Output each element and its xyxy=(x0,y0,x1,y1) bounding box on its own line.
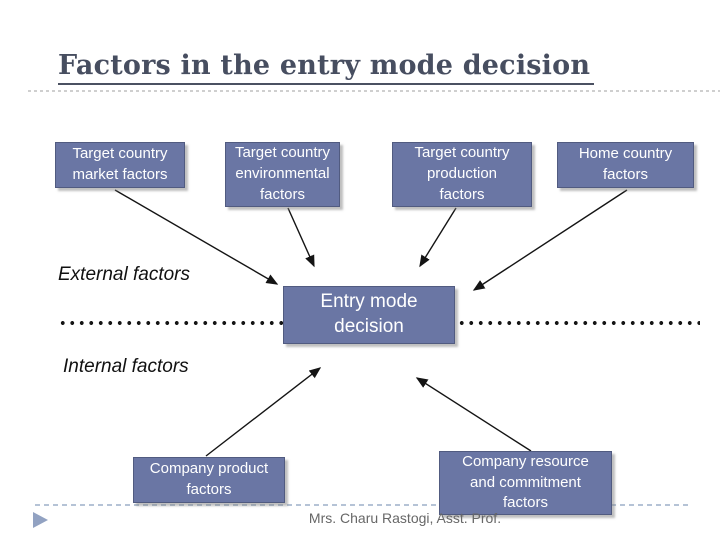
company-resource-box: Company resource and commitment factors xyxy=(439,451,612,515)
home-country-box: Home country factors xyxy=(557,142,694,188)
target-market-label: Target country market factors xyxy=(72,145,168,183)
company-resource-label: Company resource and commitment factors xyxy=(462,452,589,512)
target-production-box: Target country production factors xyxy=(392,142,532,207)
target-market-box: Target country market factors xyxy=(55,142,185,188)
footer-credit: Mrs. Charu Rastogi, Asst. Prof. xyxy=(308,510,502,526)
company-product-box: Company product factors xyxy=(133,457,285,503)
arrow-target-environmental-box xyxy=(287,207,315,268)
title-dashed-rule xyxy=(28,90,720,92)
bullet-triangle-icon xyxy=(33,512,48,528)
target-production-label: Target country production factors xyxy=(414,144,510,203)
footer-dashed-rule xyxy=(35,504,690,506)
target-environmental-label: Target country environmental factors xyxy=(234,144,331,203)
arrow-company-product-box xyxy=(205,367,322,457)
home-country-label: Home country factors xyxy=(578,145,673,183)
entry-mode-box: Entry mode decision xyxy=(283,286,455,344)
arrow-company-resource-box xyxy=(415,377,532,452)
company-product-label: Company product factors xyxy=(149,460,269,498)
slide-title: Factors in the entry mode decision xyxy=(58,50,595,86)
external-factors-label: External factors xyxy=(58,264,190,285)
internal-factors-label: Internal factors xyxy=(63,356,189,377)
arrow-target-production-box xyxy=(419,207,457,268)
entry-mode-label: Entry mode decision xyxy=(320,291,418,337)
target-environmental-box: Target country environmental factors xyxy=(225,142,340,207)
